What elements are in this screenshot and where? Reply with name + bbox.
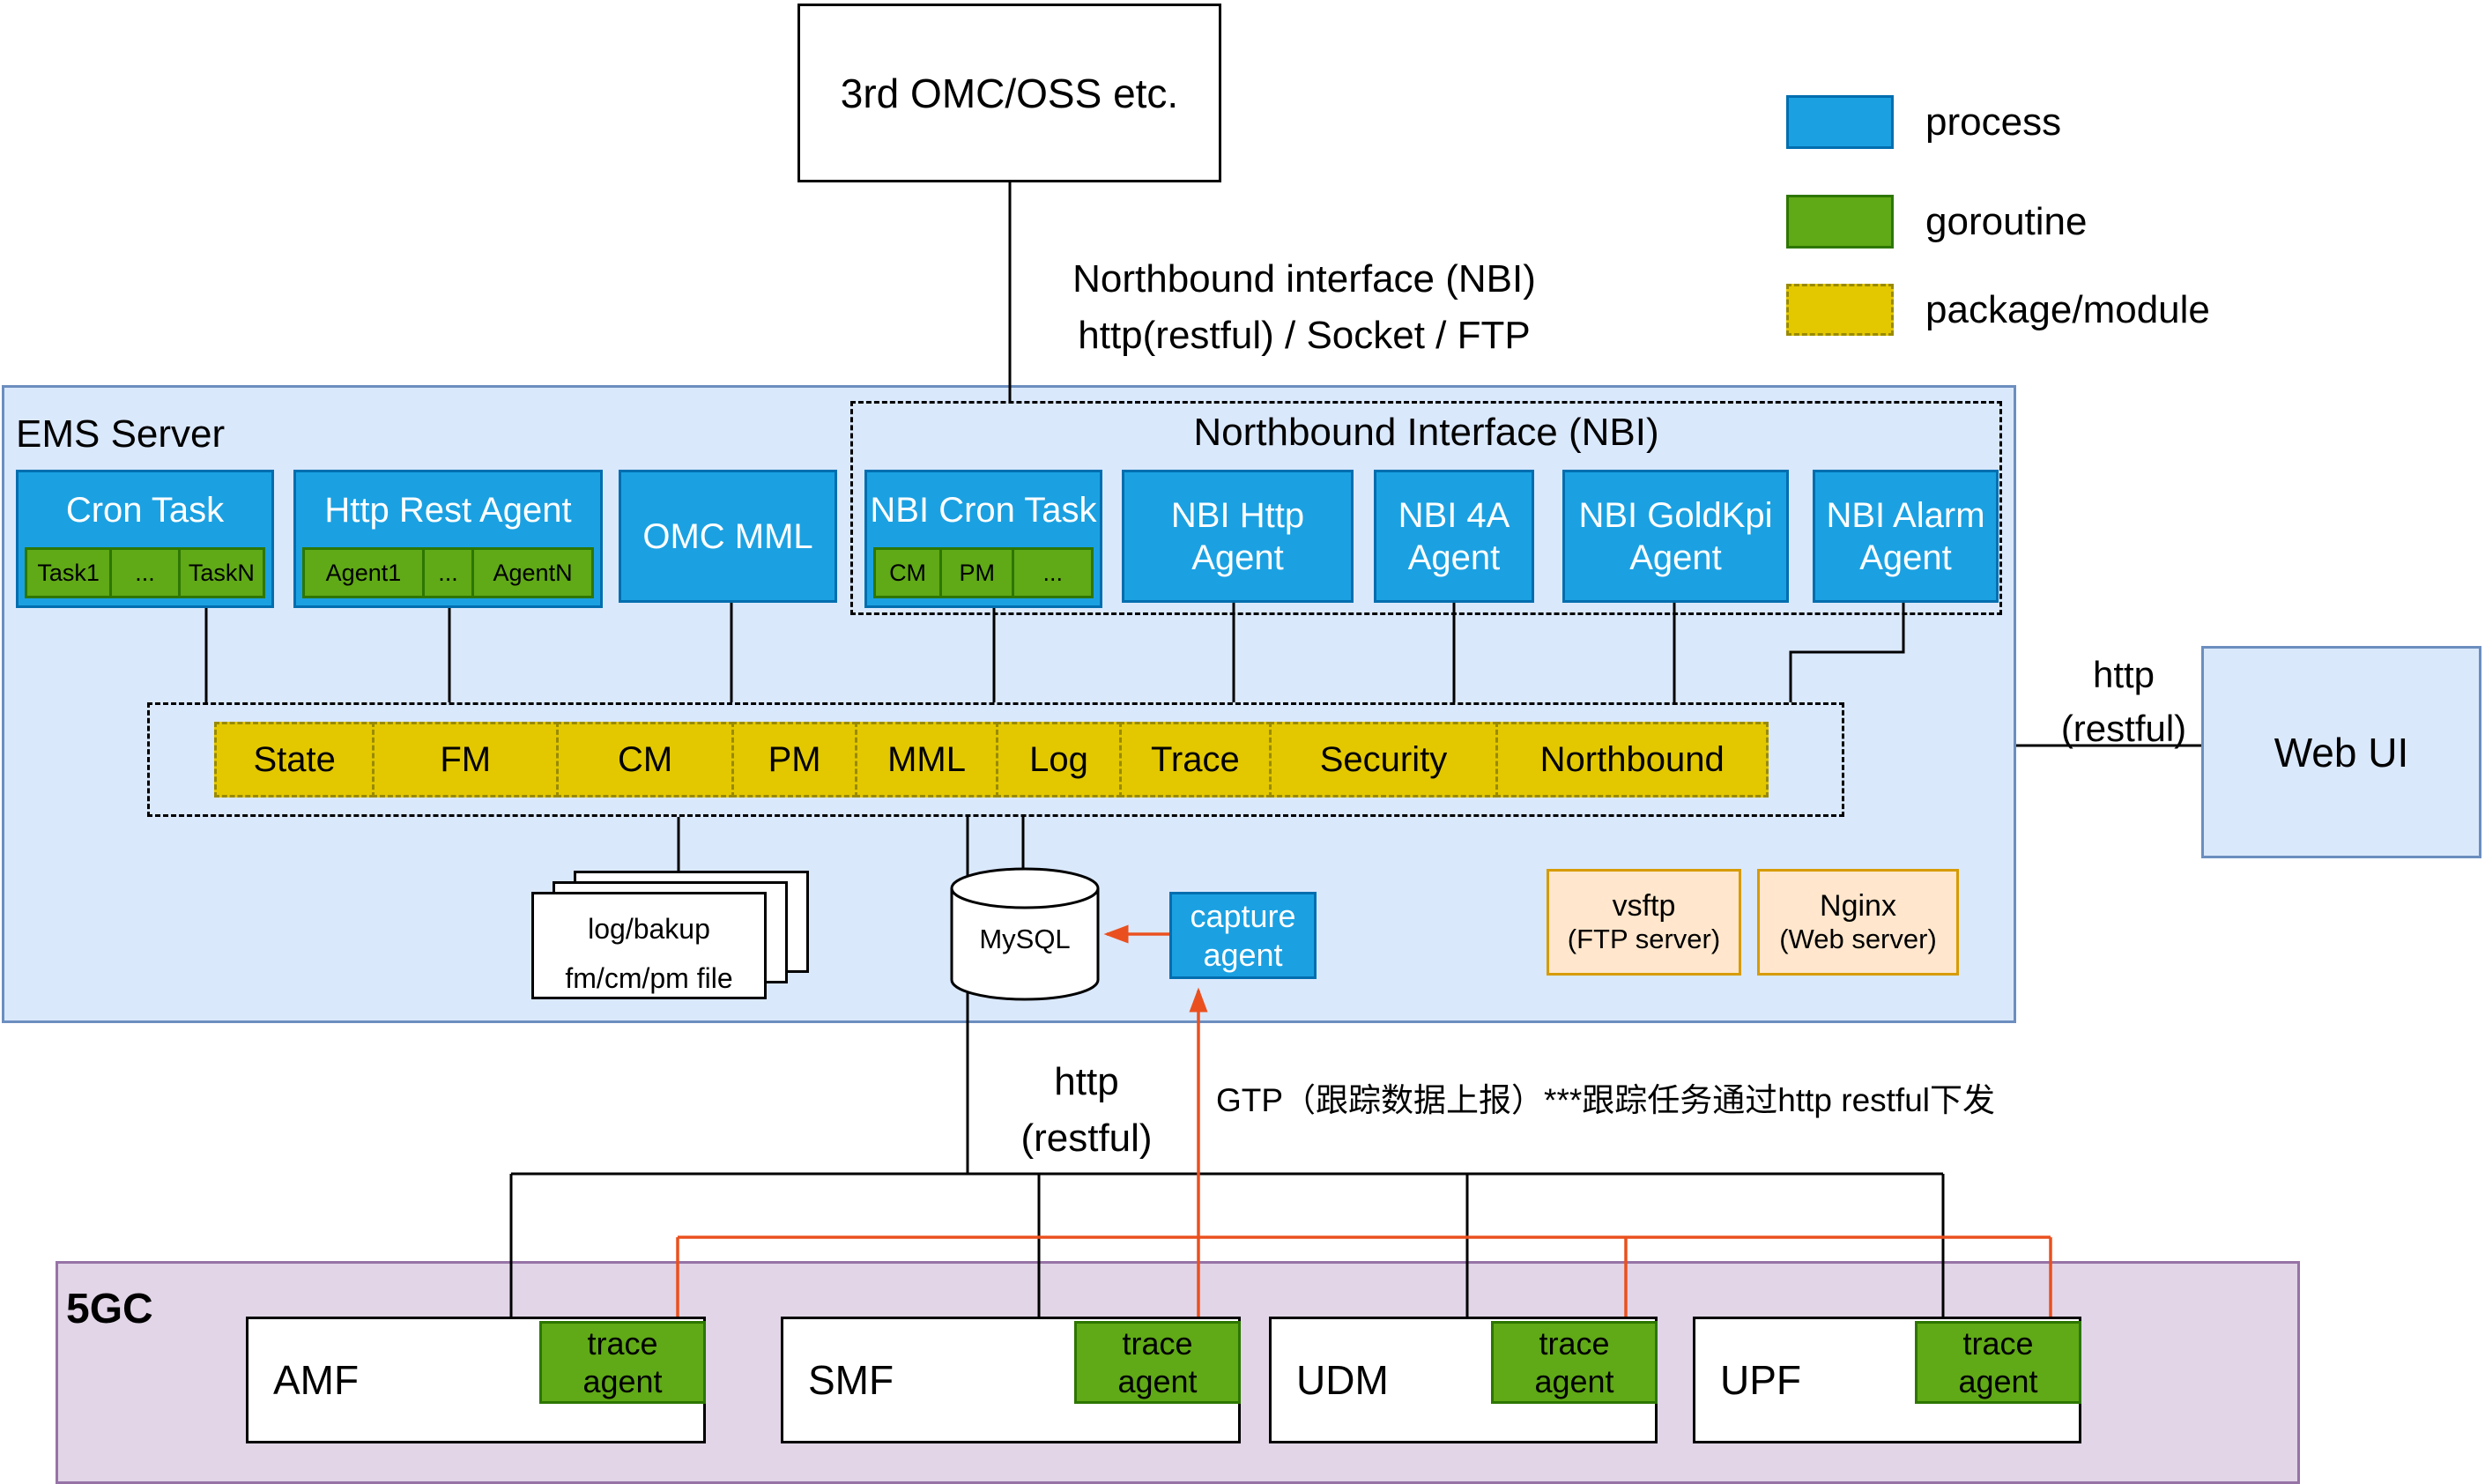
nbi-cron-task-goroutines: CM PM ... (867, 547, 1100, 605)
legend-process-label: process (1925, 100, 2062, 144)
module-state: State (214, 722, 375, 798)
task-item: ... (109, 547, 181, 598)
legend-goroutine-swatch (1786, 195, 1894, 249)
task-item: Task1 (25, 547, 113, 598)
nbi-link-caption: Northbound interface (NBI) http(restful)… (1005, 251, 1604, 364)
vsftp-name: vsftp (1612, 889, 1676, 923)
http-rest-agent-box: Http Rest Agent Agent1 ... AgentN (293, 470, 603, 608)
capture-agent-label: capture agent (1190, 898, 1296, 973)
omc-mml-label: OMC MML (642, 516, 813, 556)
amf-label: AMF (273, 1357, 360, 1403)
smf-trace-agent-label: trace agent (1117, 1324, 1198, 1399)
mysql-cylinder-top (950, 867, 1100, 909)
vsftp-box: vsftp (FTP server) (1547, 869, 1741, 976)
nginx-desc: (Web server) (1779, 924, 1937, 954)
legend-package-label: package/module (1925, 287, 2210, 331)
fivegc-title: 5GC (66, 1286, 153, 1332)
mysql-cylinder-body (950, 888, 1100, 1001)
nbi-cron-item: PM (939, 547, 1015, 598)
mysql-cylinder (950, 867, 1100, 1001)
nginx-box: Nginx (Web server) (1757, 869, 1959, 976)
nbi-http-agent-box: NBI Http Agent (1122, 470, 1354, 603)
nbi-dashed-container (850, 401, 2002, 615)
legend-package-swatch (1786, 284, 1894, 336)
module-trace: Trace (1119, 722, 1272, 798)
file-stack-label-line2: fm/cm/pm file (565, 962, 733, 994)
capture-agent-box: capture agent (1169, 892, 1317, 979)
vsftp-desc: (FTP server) (1567, 924, 1721, 954)
amf-trace-agent-label: trace agent (582, 1324, 663, 1399)
webui-link-caption: http (restful) (2044, 649, 2203, 756)
module-security: Security (1268, 722, 1499, 798)
udm-label: UDM (1296, 1357, 1389, 1403)
south-http-caption-line1: http (1054, 1060, 1119, 1103)
webui-box: Web UI (2201, 646, 2481, 858)
nbi-cron-item: CM (873, 547, 943, 598)
omc-oss-box: 3rd OMC/OSS etc. (797, 4, 1221, 182)
agent-item: ... (421, 547, 475, 598)
modules-dashed-container (147, 702, 1844, 817)
nbi-alarm-agent-box: NBI Alarm Agent (1813, 470, 1999, 603)
black-connectors (204, 182, 2201, 1317)
cron-task-goroutines: Task1 ... TaskN (19, 547, 271, 605)
south-http-caption-line2: (restful) (1020, 1116, 1153, 1160)
omc-mml-box: OMC MML (619, 470, 837, 603)
legend-goroutine-label: goroutine (1925, 199, 2088, 243)
module-cm: CM (556, 722, 735, 798)
upf-trace-agent-label: trace agent (1958, 1324, 2038, 1399)
file-stack-label: log/bakup fm/cm/pm file (531, 904, 767, 1003)
file-stack-label-line1: log/bakup (588, 913, 710, 945)
agent-item: AgentN (471, 547, 595, 598)
mysql-label: MySQL (979, 924, 1071, 954)
task-item: TaskN (177, 547, 266, 598)
smf-label: SMF (808, 1357, 894, 1403)
http-rest-agent-goroutines: Agent1 ... AgentN (296, 547, 600, 605)
module-log: Log (995, 722, 1123, 798)
smf-trace-agent: trace agent (1074, 1321, 1241, 1404)
ems-server-title: EMS Server (16, 412, 226, 456)
module-mml: MML (855, 722, 998, 798)
udm-trace-agent-label: trace agent (1534, 1324, 1614, 1399)
udm-trace-agent: trace agent (1491, 1321, 1658, 1404)
file-stack-page-front (531, 892, 767, 999)
nbi-cron-task-label: NBI Cron Task (870, 490, 1097, 530)
nbi-goldkpi-agent-box: NBI GoldKpi Agent (1562, 470, 1789, 603)
webui-label: Web UI (2274, 729, 2409, 775)
nbi-4a-agent-label: NBI 4A Agent (1398, 495, 1510, 577)
cron-task-label: Cron Task (65, 490, 225, 530)
nbi-link-caption-line2: http(restful) / Socket / FTP (1078, 313, 1531, 357)
upf-label: UPF (1720, 1357, 1801, 1403)
gtp-caption: GTP（跟踪数据上报）***跟踪任务通过http restful下发 (1216, 1082, 1996, 1118)
webui-link-caption-line2: (restful) (2060, 707, 2187, 749)
south-http-caption: http (restful) (976, 1054, 1197, 1167)
modules-row: State FM CM PM MML Log Trace Security No… (214, 722, 1769, 798)
amf-trace-agent: trace agent (539, 1321, 706, 1404)
module-fm: FM (372, 722, 560, 798)
module-northbound: Northbound (1495, 722, 1769, 798)
legend-process-swatch (1786, 95, 1894, 149)
cron-task-box: Cron Task Task1 ... TaskN (16, 470, 274, 608)
agent-item: Agent1 (302, 547, 425, 598)
http-rest-agent-label: Http Rest Agent (324, 490, 572, 530)
nbi-alarm-agent-label: NBI Alarm Agent (1826, 495, 1985, 577)
nbi-link-caption-line1: Northbound interface (NBI) (1072, 257, 1536, 301)
nbi-http-agent-label: NBI Http Agent (1170, 495, 1305, 577)
orange-trace-connectors (676, 924, 2052, 1321)
webui-link-caption-line1: http (2092, 654, 2155, 695)
nbi-goldkpi-agent-label: NBI GoldKpi Agent (1578, 495, 1773, 577)
line-nbialarm-to-modules (1789, 603, 1905, 702)
nbi-cron-item: ... (1012, 547, 1094, 598)
upf-trace-agent: trace agent (1915, 1321, 2081, 1404)
nginx-name: Nginx (1820, 889, 1896, 923)
nbi-title: Northbound Interface (NBI) (1193, 411, 1659, 454)
nbi-4a-agent-box: NBI 4A Agent (1374, 470, 1534, 603)
omc-oss-label: 3rd OMC/OSS etc. (840, 70, 1179, 116)
nbi-cron-task-box: NBI Cron Task CM PM ... (864, 470, 1102, 608)
module-pm: PM (731, 722, 858, 798)
